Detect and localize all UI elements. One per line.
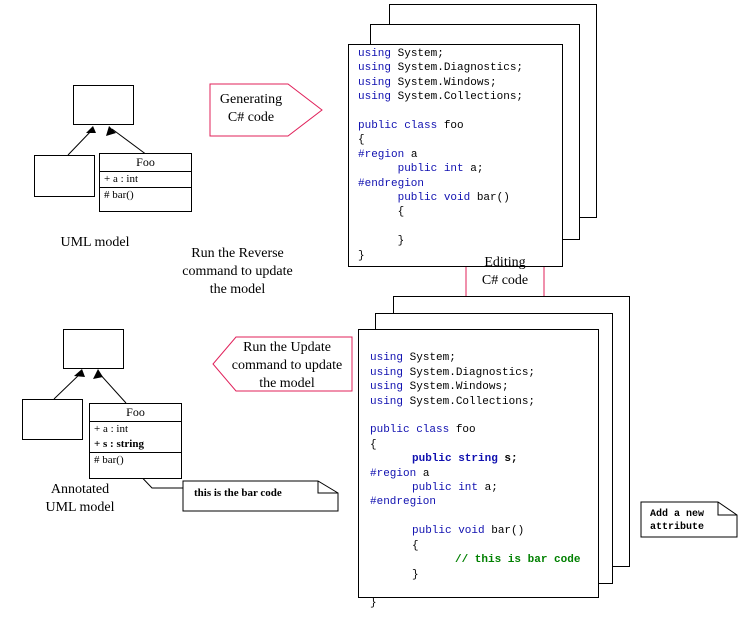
top-code-line: public class foo (358, 120, 464, 133)
bottom-foo-op: # bar() (94, 454, 124, 466)
top-code-page (348, 44, 563, 267)
update-label-line1: Run the Update (243, 340, 331, 355)
generating-arrow-shape (209, 83, 323, 137)
bottom-foo-class: Foo + a : int + s : string # bar() (89, 403, 182, 479)
generating-label: Generating C# code (212, 91, 290, 127)
top-parent-class (73, 85, 134, 125)
editing-label: Editing C# code (466, 254, 544, 290)
editing-label-line2: C# code (481, 273, 529, 288)
top-code-line: public void bar() (397, 192, 510, 205)
top-code-line: using System; (358, 48, 444, 60)
bottom-uml-caption-line2: UML model (45, 500, 115, 515)
update-label-line2: command to update (231, 358, 343, 373)
bottom-uml-caption: Annotated UML model (25, 481, 135, 517)
attr-note-shape (640, 501, 738, 538)
top-code-text: using System;using System.Diagnostics;us… (358, 47, 523, 263)
top-inherit-arrowhead-right (106, 126, 116, 136)
generating-label-line1: Generating (219, 92, 283, 107)
top-code-line: { (358, 134, 365, 147)
attr-note-line2: attribute (650, 522, 705, 533)
bottom-parent-class (63, 329, 124, 369)
top-code-line: { (358, 206, 405, 219)
bottom-foo-name: Foo (90, 404, 181, 422)
top-code-line: public int a; (397, 163, 484, 176)
top-foo-name: Foo (100, 154, 191, 172)
top-foo-attr: + a : int (104, 173, 139, 185)
bar-note-text: this is the bar code (194, 487, 282, 499)
bar-note-shape (182, 480, 339, 512)
top-code-line: using System.Windows; (358, 76, 497, 89)
bottom-code-page (358, 329, 599, 598)
attr-note-text: Add a new attribute (650, 508, 704, 534)
bottom-inherit-arrowhead-left (74, 369, 85, 377)
reverse-caption-line1: Run the Reverse (191, 246, 284, 261)
bottom-inheritance-lines (53, 369, 127, 404)
bottom-inherit-arrowhead-right (93, 369, 103, 379)
top-code-line (358, 220, 523, 234)
top-code-line: using System.Diagnostics; (358, 62, 524, 75)
top-code-line: using System.Collections; (358, 91, 524, 104)
top-code-line: } (358, 235, 405, 248)
top-code-line: #endregion (358, 177, 425, 190)
bottom-uml-caption-line1: Annotated (50, 482, 110, 497)
editing-label-line1: Editing (484, 255, 526, 270)
bottom-foo-attr-a: + a : int (94, 423, 129, 435)
update-arrow-shape (212, 336, 353, 392)
top-foo-op: # bar() (104, 189, 134, 201)
top-code-line (358, 105, 523, 119)
top-inherit-arrowhead-left (86, 126, 96, 133)
bottom-sibling-class (22, 399, 83, 440)
top-inheritance-lines (67, 126, 148, 156)
attr-note-line1: Add a new (650, 509, 705, 520)
bottom-code-text: using System;using System.Diagnostics;us… (370, 352, 581, 610)
top-code-line: } (358, 249, 365, 262)
generating-label-line2: C# code (227, 110, 275, 125)
update-label-line3: the model (259, 376, 315, 391)
top-foo-class: Foo + a : int # bar() (99, 153, 192, 212)
reverse-caption-line3: the model (209, 282, 266, 297)
top-code-line: #region a (358, 148, 418, 161)
reverse-caption-line2: command to update (182, 264, 293, 279)
update-label: Run the Update command to update the mod… (218, 339, 356, 393)
bottom-foo-attr-s: + s : string (94, 438, 144, 450)
top-uml-caption: UML model (60, 235, 130, 250)
reverse-caption: Run the Reverse command to update the mo… (165, 245, 310, 299)
top-sibling-class (34, 155, 95, 197)
